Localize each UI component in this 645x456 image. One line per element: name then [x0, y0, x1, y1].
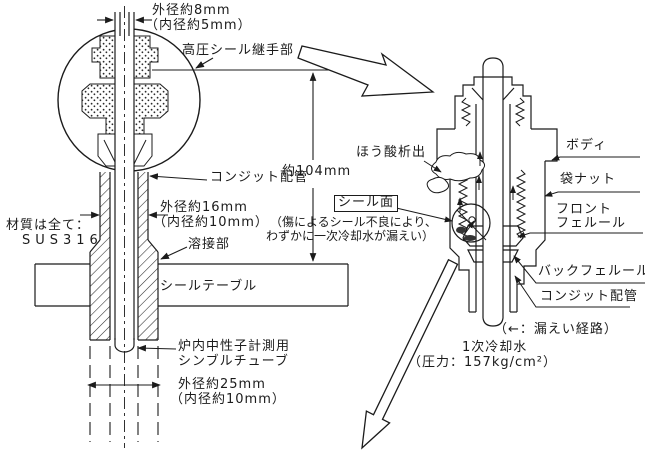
leak-path-arrows — [456, 151, 517, 212]
seal-face-circle — [451, 203, 491, 243]
seal-table — [34, 263, 349, 307]
leader-lines-right — [391, 154, 645, 308]
label-outer-dia-16mm: 外径約16mm — [160, 200, 248, 215]
label-primary-coolant: 1次冷却水 — [462, 340, 528, 355]
label-back-ferrule: バックフェルール — [538, 264, 645, 279]
label-boric-acid-deposit: ほう酸析出 — [356, 145, 427, 160]
leak-callout-arrow-icon — [361, 258, 459, 450]
label-seal-face: シール面 — [334, 195, 399, 212]
thimble-tube — [114, 6, 135, 448]
label-weld: 溶接部 — [188, 237, 231, 252]
dimension-lines-left — [80, 16, 345, 389]
label-material-caption: 材質は全て： — [6, 218, 91, 233]
label-outer-dia-25mm: 外径約25mm — [178, 377, 266, 392]
magnify-callout-arrow-icon — [297, 45, 435, 97]
label-seal-table: シールテーブル — [160, 279, 258, 294]
label-front-ferrule-line1: フロント — [556, 202, 613, 217]
label-seal-note-line1: （傷によるシール不良により、 — [270, 215, 437, 229]
label-thimble-line1: 炉内中性子計測用 — [178, 339, 291, 354]
label-inner-dia-5mm: （内径約5mm） — [145, 18, 252, 33]
label-body: ボディ — [566, 138, 608, 153]
label-thimble-line2: シンブルチューブ — [178, 354, 289, 369]
conduit-pipe — [89, 172, 159, 341]
label-inner-dia-10mm-b: （内径約10mm） — [170, 392, 286, 407]
label-outer-dia-8mm: 外径約8mm — [152, 3, 231, 18]
label-front-ferrule-line2: フェルール — [556, 216, 627, 231]
fitting-detail-outline — [436, 57, 558, 327]
label-leak-path-note: （←：漏えい経路） — [494, 322, 618, 337]
label-coolant-pressure: （圧力：157kg/cm²） — [408, 355, 557, 370]
hidden-tube-dashed — [89, 346, 159, 442]
label-conduit-pipe-left: コンジット配管 — [210, 170, 309, 185]
label-high-pressure-seal-joint: 高圧シール継手部 — [182, 43, 295, 58]
label-cap-nut: 袋ナット — [560, 172, 617, 187]
label-height-104mm: 約104mm — [282, 164, 352, 179]
label-seal-note-line2: わずかに一次冷却水が漏えい） — [266, 229, 435, 243]
label-inner-dia-10mm: （内径約10mm） — [153, 215, 269, 230]
label-material-sus316: SUS316 — [22, 233, 103, 248]
label-conduit-pipe-right: コンジット配管 — [540, 289, 639, 304]
